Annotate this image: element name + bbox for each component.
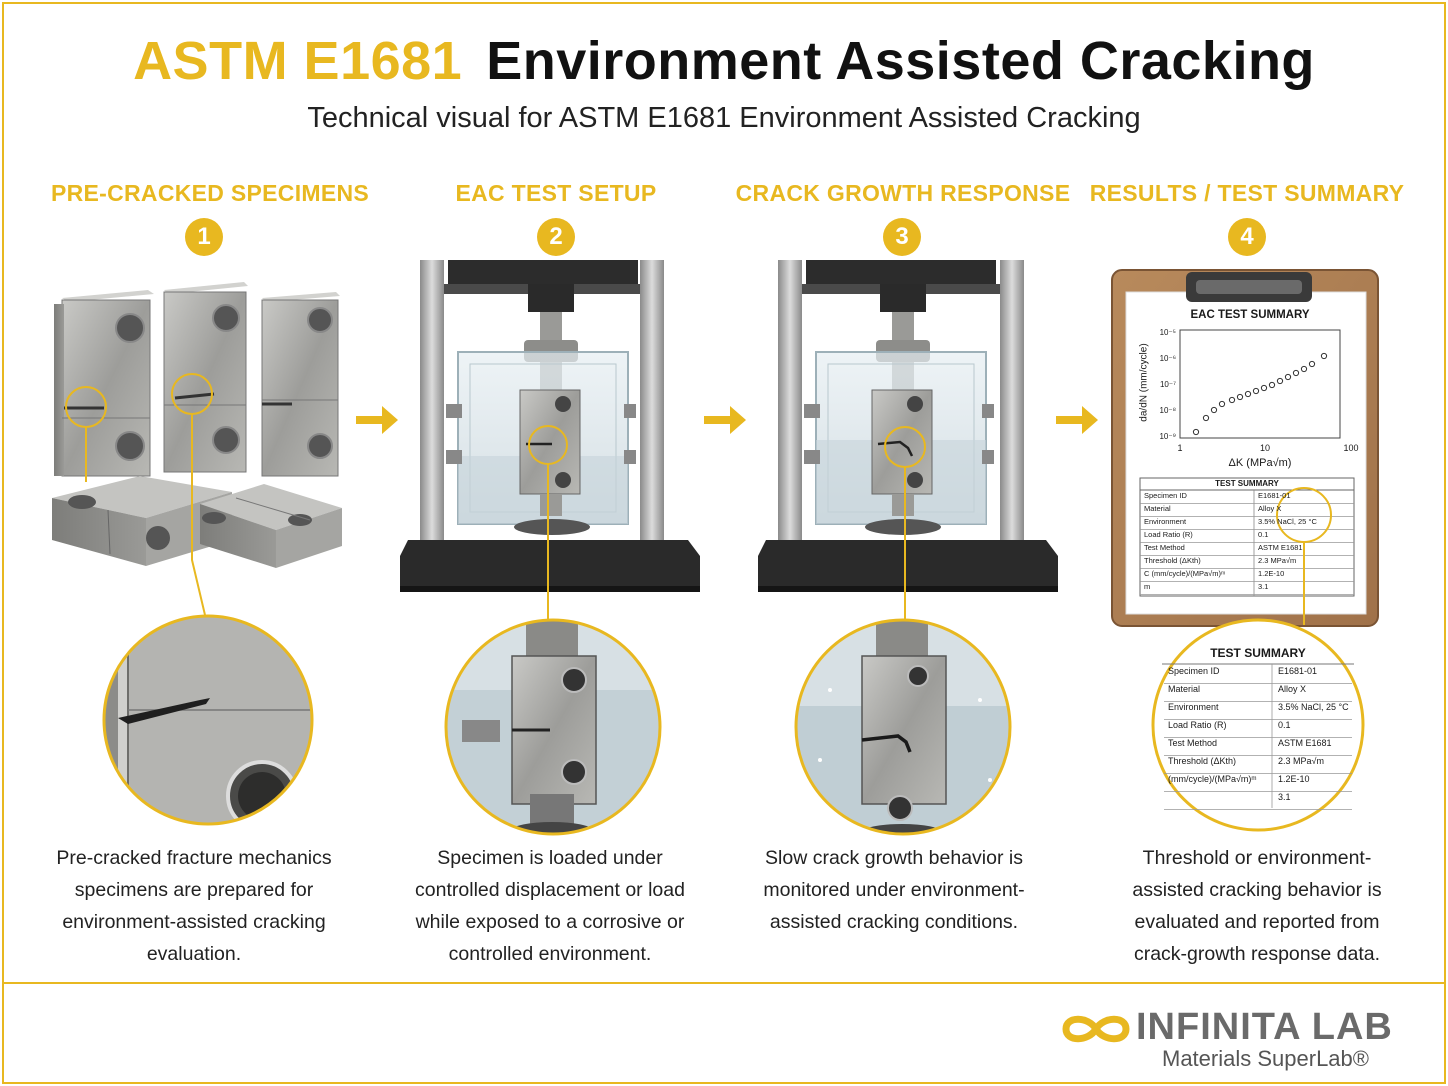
clipboard-xlabel: ΔK (MPa√m) (1228, 457, 1292, 469)
table-row-value: Alloy X (1278, 684, 1307, 694)
scatter-point (1268, 381, 1276, 389)
step-4-badge: 4 (1228, 218, 1266, 256)
scatter-point (1320, 352, 1328, 360)
scatter-point (1210, 406, 1218, 414)
infinity-icon (1062, 1015, 1130, 1043)
brand-logo: INFINITA LAB Materials SuperLab® (1058, 1002, 1398, 1082)
table-row-value: E1681-01 (1258, 491, 1291, 500)
specimen-block (54, 290, 154, 477)
step-1-badge: 1 (185, 218, 223, 256)
table-row-value: Alloy X (1258, 504, 1282, 513)
xtick: 100 (1343, 443, 1359, 453)
table-row-label: Environment (1168, 702, 1219, 712)
ytick: 10⁻⁵ (1159, 328, 1176, 337)
scatter-point (1300, 365, 1308, 373)
clipboard (1111, 269, 1379, 627)
table-row-label: m (1144, 582, 1151, 591)
step-1-heading: PRE-CRACKED SPECIMENS (50, 180, 370, 206)
table-row-label: Test Method (1144, 543, 1185, 552)
scatter-point (1236, 393, 1244, 401)
crack-zoom-circle (104, 616, 312, 824)
specimen-block (163, 282, 248, 473)
table-row-label: Environment (1144, 517, 1187, 526)
table-row-label: Load Ratio (R) (1144, 530, 1193, 539)
clipboard-ylabel: da/dN (mm/cycle) (1138, 343, 1150, 422)
table-row-value: 2.3 MPa√m (1258, 556, 1297, 565)
table-row-value: 1.2E-10 (1258, 569, 1285, 578)
scatter-point (1228, 396, 1236, 404)
step-3-description: Slow crack growth behavior is monitored … (763, 847, 1025, 933)
test-frame-3 (758, 260, 1058, 836)
setup-zoom-circle (446, 620, 660, 834)
table-row-label: Threshold (ΔKth) (1144, 556, 1201, 565)
arrow-right-icon (1056, 406, 1098, 434)
step-2-description: Specimen is loaded under controlled disp… (415, 847, 685, 965)
table-row-label: (mm/cycle)/(MPa√m)ᵐ (1168, 774, 1257, 784)
scatter-point (1252, 387, 1260, 395)
brand-name: INFINITA LAB (1136, 1006, 1393, 1048)
table-row-value: 0.1 (1258, 530, 1269, 539)
step-4-heading: RESULTS / TEST SUMMARY (1089, 180, 1405, 206)
scatter-point (1202, 414, 1210, 422)
scatter-point (1260, 384, 1268, 392)
crack-growth-scatter (1192, 352, 1328, 436)
step-3-heading: CRACK GROWTH RESPONSE (735, 180, 1071, 206)
page-title: ASTM E1681 Environment Assisted Cracking (0, 30, 1448, 92)
arrow-right-icon (356, 406, 398, 434)
footer-divider (4, 982, 1444, 984)
clipboard-table-title: TEST SUMMARY (1215, 479, 1279, 488)
scatter-point (1292, 369, 1300, 377)
table-row-value: 2.3 MPa√m (1278, 756, 1324, 766)
scatter-point (1276, 377, 1284, 385)
table-row-label: Threshold (ΔKth) (1168, 756, 1237, 766)
ytick: 10⁻⁶ (1159, 354, 1176, 363)
brand-tagline: Materials SuperLab® (1162, 1046, 1369, 1071)
xtick: 10 (1259, 443, 1270, 453)
step-2-heading: EAC TEST SETUP (455, 180, 657, 206)
specimens-group (52, 282, 342, 826)
table-row-label: Load Ratio (R) (1168, 720, 1227, 730)
table-row-label: Material (1144, 504, 1171, 513)
table-row-value: 0.1 (1278, 720, 1291, 730)
table-zoom-circle (1151, 618, 1365, 832)
table-row-value: 1.2E-10 (1278, 774, 1310, 784)
table-row-value: E1681-01 (1278, 666, 1318, 676)
table-row-label: Specimen ID (1168, 666, 1220, 676)
table-row-value: 3.1 (1258, 582, 1269, 591)
table-row-label: C (mm/cycle)/(MPa√m)ᵐ (1144, 569, 1226, 578)
ytick: 10⁻⁹ (1159, 432, 1176, 441)
specimen-block (261, 292, 340, 477)
table-row-value: ASTM E1681 (1258, 543, 1303, 552)
scatter-point (1308, 360, 1316, 368)
crack-zoom-circle (796, 620, 1010, 834)
scatter-point (1218, 400, 1226, 408)
step-1-description: Pre-cracked fracture mechanics specimens… (56, 847, 332, 965)
table-row-value: 3.5% NaCl, 25 °C (1278, 702, 1349, 712)
ytick: 10⁻⁷ (1159, 380, 1176, 389)
table-row-label: Test Method (1168, 738, 1218, 748)
table-row-label: Specimen ID (1144, 491, 1187, 500)
title-main: Environment Assisted Cracking (486, 31, 1315, 91)
scatter-point (1284, 373, 1292, 381)
test-frame-2 (400, 260, 700, 836)
table-row-value: 3.5% NaCl, 25 °C (1258, 517, 1317, 526)
table-row-label: Material (1168, 684, 1201, 694)
table-row-value: 3.1 (1278, 792, 1291, 802)
ytick: 10⁻⁸ (1159, 406, 1177, 415)
title-accent: ASTM E1681 (133, 31, 463, 91)
zoom-table-title: TEST SUMMARY (1210, 646, 1306, 660)
page-subtitle: Technical visual for ASTM E1681 Environm… (307, 102, 1141, 134)
xtick: 1 (1177, 443, 1183, 453)
step-4-description: Threshold or environment-assisted cracki… (1132, 847, 1382, 965)
step-2-badge: 2 (537, 218, 575, 256)
table-row-value: ASTM E1681 (1278, 738, 1332, 748)
scatter-point (1244, 390, 1252, 398)
specimen-flat (200, 484, 342, 568)
step-3-badge: 3 (883, 218, 921, 256)
clipboard-title: EAC TEST SUMMARY (1190, 309, 1310, 321)
arrow-right-icon (704, 406, 746, 434)
scatter-point (1192, 428, 1200, 436)
